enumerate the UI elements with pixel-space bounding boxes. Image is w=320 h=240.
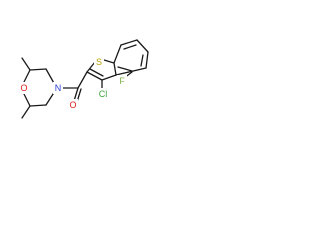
bond-s-c7a — [103, 59, 115, 64]
bond-c3-c4 — [29, 104, 47, 107]
bond-methyl-top — [21, 57, 31, 71]
chlorine-label: Cl — [99, 89, 108, 99]
bond-c5-c4 — [145, 51, 149, 69]
bond-carbonyl-o-1 — [73, 87, 79, 102]
nitrogen-label: N — [55, 83, 62, 93]
sulfur-label: S — [96, 57, 102, 67]
bond-c1-c2 — [29, 68, 47, 71]
bond-c3-c3a — [101, 74, 117, 81]
structure-canvas: O N O S Cl F — [0, 0, 150, 150]
fluorine-label: F — [119, 76, 125, 86]
bond-c2-c3-b — [89, 68, 104, 77]
bond-c2-s — [86, 61, 96, 73]
bond-c7a-c7 — [113, 44, 122, 64]
atom-labels: O N O S Cl F — [19, 56, 127, 111]
bond-c7-c6 — [120, 39, 138, 46]
bond-inner-1 — [123, 44, 137, 50]
bond-c6-c5 — [136, 39, 149, 53]
bond-c3a-c7a — [113, 62, 117, 76]
bond-methyl-bottom — [21, 105, 31, 119]
bond-c2-c3-a — [86, 71, 103, 81]
bonds — [21, 39, 149, 119]
molecule-structure: O N O S Cl F — [19, 39, 149, 119]
bond-inner-3 — [117, 66, 133, 72]
bond-c4-c3a — [115, 67, 147, 76]
oxygen-ring-label: O — [20, 83, 27, 93]
bond-carbonyl-c2 — [77, 71, 88, 89]
bond-c2-o — [23, 69, 31, 83]
bond-inner-2 — [140, 54, 144, 67]
bond-o-c3 — [23, 93, 31, 107]
oxygen-carbonyl-label: O — [69, 100, 76, 110]
